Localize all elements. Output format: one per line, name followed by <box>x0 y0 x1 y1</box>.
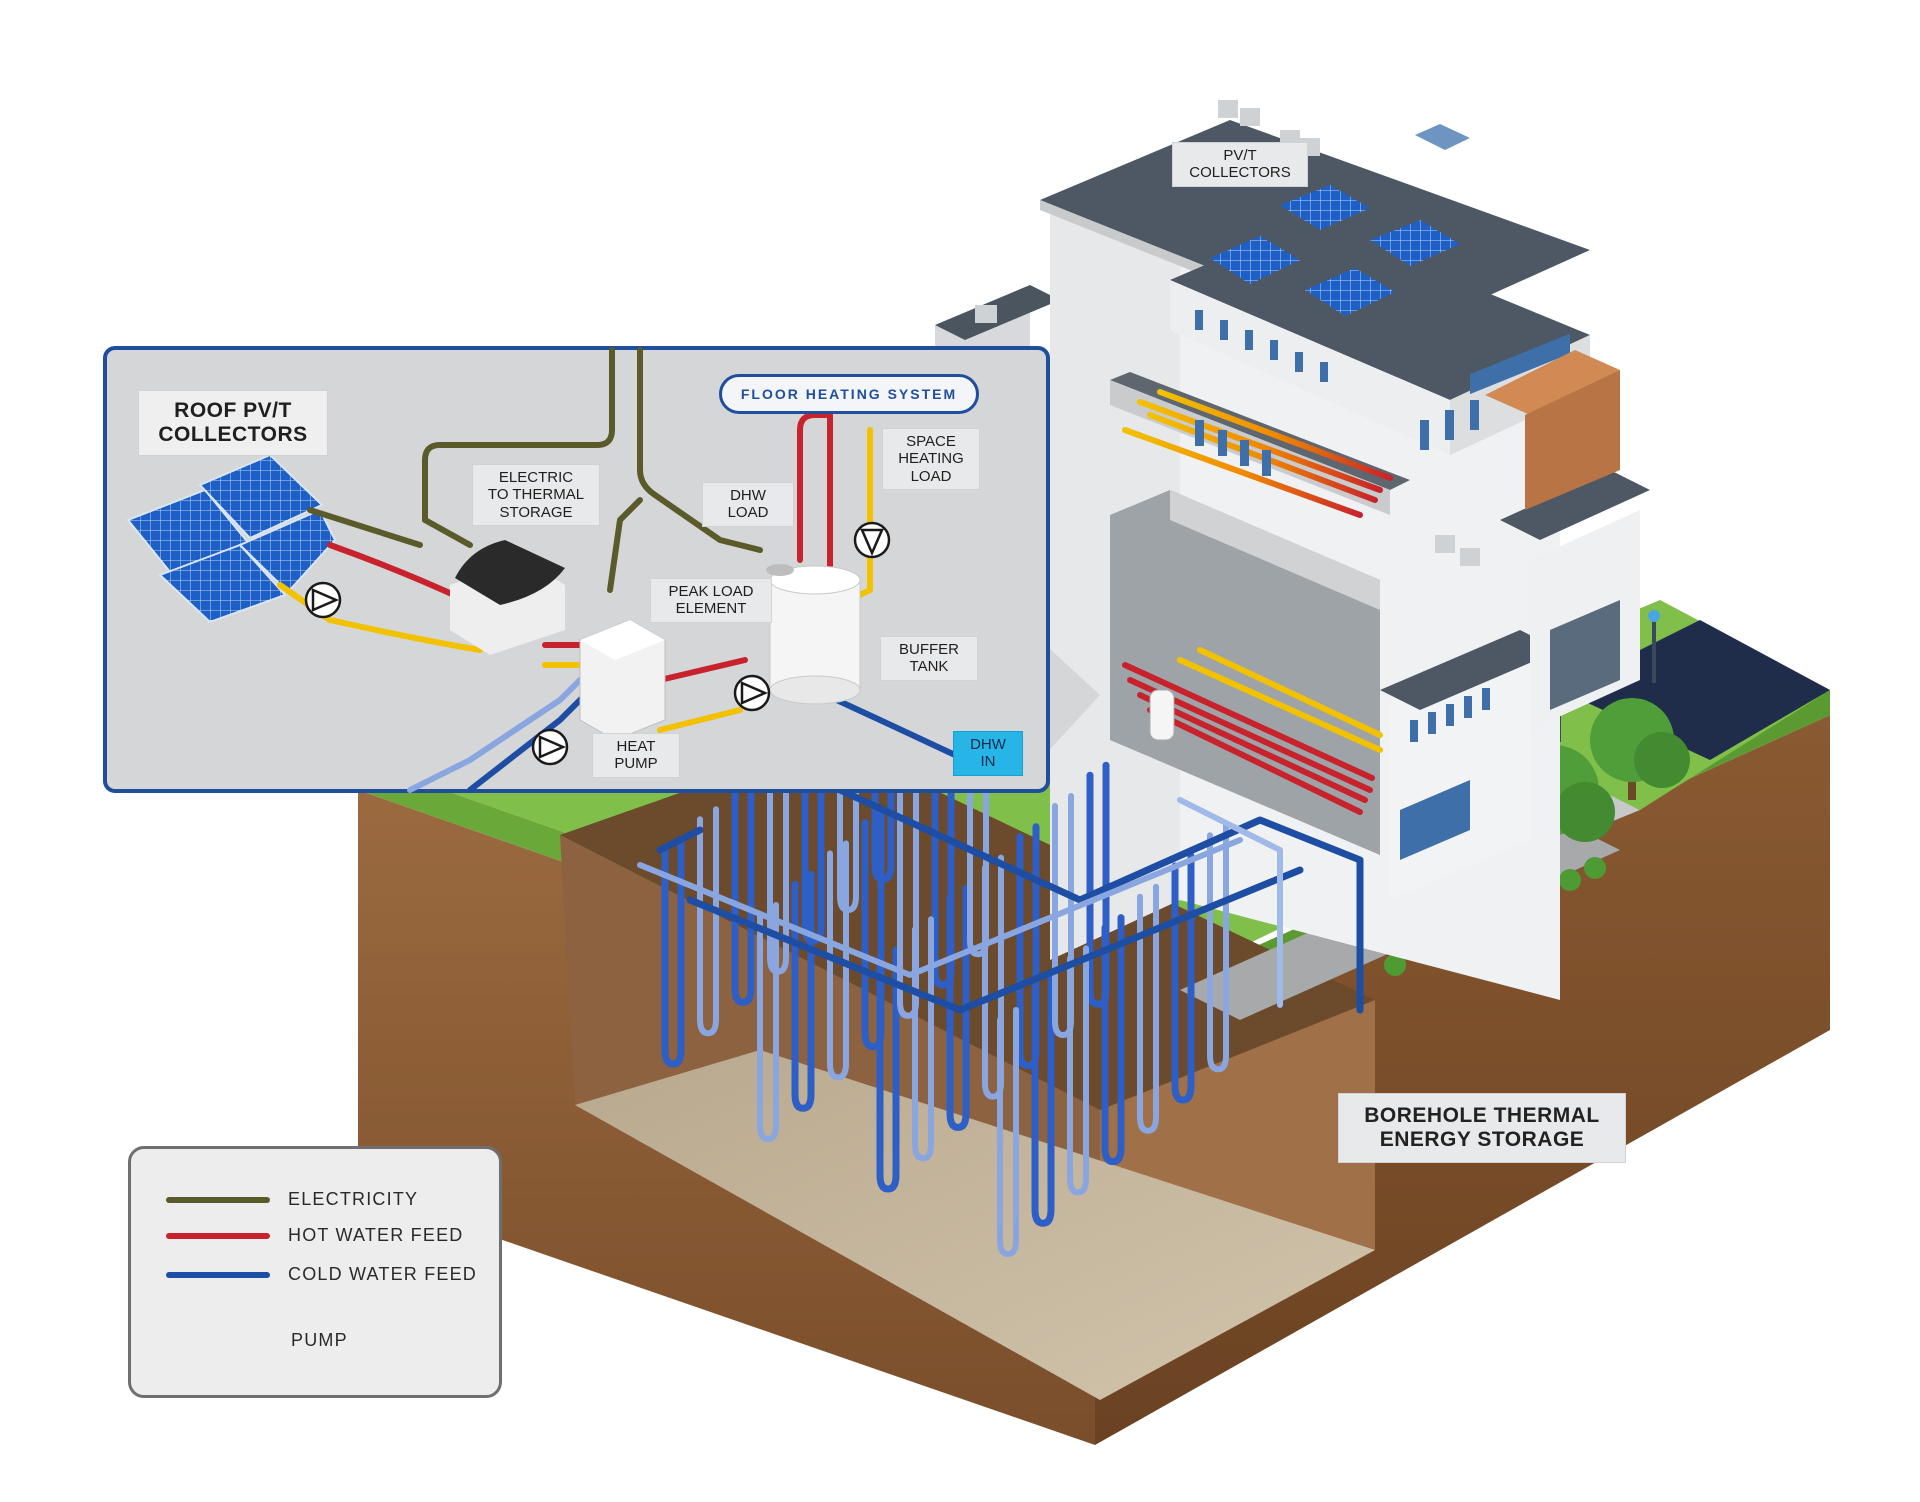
pvt-collectors-roof <box>1210 185 1460 316</box>
legend-item-pump: PUMP <box>291 1330 348 1351</box>
legend-label: ELECTRICITY <box>288 1189 419 1209</box>
roof-pvt-panels <box>126 453 337 624</box>
buffer-tank-label: BUFFER TANK <box>880 636 978 681</box>
legend-label: PUMP <box>291 1330 348 1350</box>
building <box>935 100 1650 1000</box>
borehole-loop <box>1031 975 1055 1227</box>
borehole-loop <box>997 1007 1019 1257</box>
buffer-tank-unit <box>766 564 861 705</box>
borehole-loop <box>946 884 970 1131</box>
inset-panel <box>103 346 1100 793</box>
borehole-loop <box>827 840 849 1081</box>
legend-item-electricity: ELECTRICITY <box>166 1189 418 1210</box>
legend: ELECTRICITY HOT WATER FEED COLD WATER FE… <box>128 1146 502 1398</box>
borehole-loop <box>661 836 685 1068</box>
borehole-field <box>637 651 1364 1257</box>
borehole-label: BOREHOLE THERMAL ENERGY STORAGE <box>1338 1093 1626 1164</box>
borehole-loop <box>912 916 934 1162</box>
borehole-loop <box>731 774 755 1006</box>
borehole-loop <box>1101 914 1125 1166</box>
pump-icon <box>531 728 569 766</box>
electric-thermal-storage-unit <box>450 540 565 655</box>
legend-label: HOT WATER FEED <box>288 1225 464 1245</box>
legend-item-hot-water: HOT WATER FEED <box>166 1225 463 1246</box>
hot-water-swatch <box>166 1232 270 1239</box>
cold-water-swatch <box>166 1271 270 1278</box>
borehole-loop <box>1207 822 1229 1073</box>
borehole-loop <box>1171 852 1195 1104</box>
electric-thermal-label: ELECTRIC TO THERMAL STORAGE <box>472 464 600 526</box>
electricity-swatch <box>166 1196 270 1203</box>
pump-icon <box>733 674 771 712</box>
borehole-loop <box>791 870 815 1112</box>
borehole-loop <box>876 946 900 1193</box>
roof-pvt-label: ROOF PV/T COLLECTORS <box>138 390 328 457</box>
pump-icon <box>853 521 891 559</box>
floor-heating-badge: FLOOR HEATING SYSTEM <box>719 374 979 414</box>
heat-pump-unit <box>579 619 666 741</box>
borehole-loop <box>1137 883 1159 1134</box>
heat-pump-label: HEAT PUMP <box>592 733 680 778</box>
legend-item-cold-water: COLD WATER FEED <box>166 1264 477 1285</box>
borehole-loop <box>1067 945 1089 1196</box>
borehole-loop <box>697 806 719 1037</box>
space-heating-label: SPACE HEATING LOAD <box>882 428 980 490</box>
pump-icon <box>304 581 342 619</box>
dhw-in-label: DHW IN <box>953 731 1023 776</box>
legend-label: COLD WATER FEED <box>288 1264 478 1284</box>
peak-load-label: PEAK LOAD ELEMENT <box>650 578 772 623</box>
pvt-collectors-label: PV/T COLLECTORS <box>1172 142 1308 187</box>
dhw-load-label: DHW LOAD <box>702 482 794 527</box>
borehole-loop <box>757 902 779 1142</box>
